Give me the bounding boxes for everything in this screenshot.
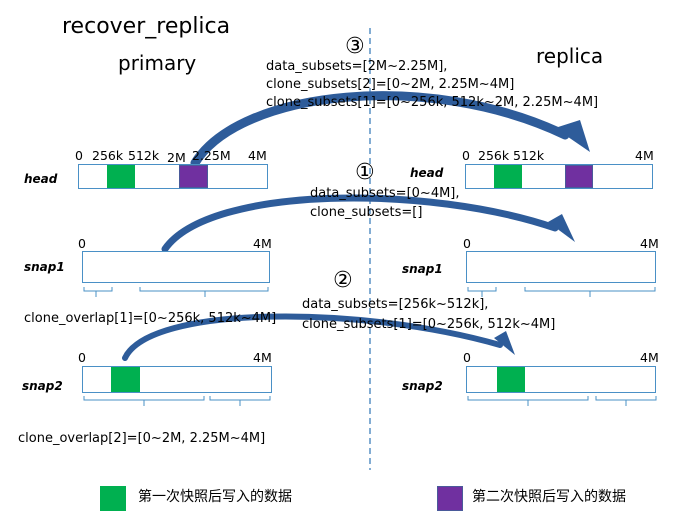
arrow-step1-head (548, 214, 575, 242)
snap1-p-tick-0: 0 (78, 236, 86, 251)
arrow-step3 (190, 91, 570, 168)
snap2-r-tick-4M: 4M (640, 350, 659, 365)
step1-marker: ① (355, 160, 375, 185)
clone-overlap-2: clone_overlap[2]=[0~2M, 2.25M~4M] (18, 431, 266, 446)
bracket-snap2-r-b (595, 396, 657, 406)
legend-text-first: 第一次快照后写入的数据 (138, 489, 292, 505)
step3-line-3: clone_subsets[1]=[0~256k, 512k~2M, 2.25M… (266, 95, 599, 110)
head-p-tick-512k: 512k (128, 148, 160, 163)
snap1-primary-object (82, 251, 270, 283)
snap2-primary-object (82, 366, 272, 393)
snap1-r-tick-0: 0 (463, 236, 471, 251)
step1-line-1: data_subsets=[0~4M], (310, 186, 460, 201)
bracket-snap1-p-a2 (83, 287, 113, 292)
step1-line-2: clone_subsets=[] (310, 205, 423, 220)
legend-text-second: 第二次快照后写入的数据 (472, 489, 626, 505)
step2-marker: ② (333, 268, 353, 293)
bracket-snap1-p-b (139, 287, 269, 297)
row-label-head-primary: head (24, 172, 58, 186)
snap2-replica-object (466, 366, 656, 393)
head-p-tick-225M: 2.25M (192, 148, 231, 163)
head-replica-first-write (494, 165, 522, 188)
head-primary-object (78, 164, 268, 189)
head-r-tick-4M: 4M (635, 148, 654, 163)
snap2-replica-first-write (497, 367, 525, 392)
step3-line-2: clone_subsets[2]=[0~2M, 2.25M~4M] (266, 77, 515, 92)
step2-line-1: data_subsets=[256k~512k], (302, 297, 489, 312)
step3-marker: ③ (345, 34, 365, 59)
snap1-replica-object (466, 251, 656, 283)
head-p-tick-2M: 2M (167, 150, 186, 165)
head-p-tick-256k: 256k (92, 148, 124, 163)
arrow-step2-head (494, 331, 515, 355)
row-label-snap1-replica: snap1 (402, 262, 443, 276)
bracket-snap2-r-a (467, 396, 589, 406)
clone-overlap-1: clone_overlap[1]=[0~256k, 512k~4M] (24, 311, 277, 326)
bracket-snap2-p-b (209, 396, 271, 406)
step3-line-1: data_subsets=[2M~2.25M], (266, 59, 448, 74)
snap1-p-tick-4M: 4M (253, 236, 272, 251)
replica-label: replica (536, 44, 604, 68)
bracket-snap2-p-a (83, 396, 205, 406)
row-label-head-replica: head (410, 166, 444, 180)
snap2-r-tick-0: 0 (463, 350, 471, 365)
head-primary-second-write (179, 165, 208, 188)
arrow-step2 (122, 313, 503, 361)
row-label-snap2-primary: snap2 (22, 379, 63, 393)
bracket-snap1-r-b (524, 287, 656, 297)
bracket-snap1-p-a (83, 287, 97, 297)
arrow-step1 (161, 194, 559, 253)
snap1-r-tick-4M: 4M (640, 236, 659, 251)
head-replica-object (465, 164, 653, 189)
row-label-snap1-primary: snap1 (24, 260, 65, 274)
head-replica-second-write (565, 165, 593, 188)
primary-label: primary (118, 51, 197, 75)
snap2-p-tick-4M: 4M (253, 350, 272, 365)
arrow-step3-head (555, 120, 590, 152)
snap2-primary-first-write (111, 367, 140, 392)
head-p-tick-0: 0 (75, 148, 83, 163)
row-label-snap2-replica: snap2 (402, 379, 443, 393)
step2-line-2: clone_subsets[1]=[0~256k, 512k~4M] (302, 317, 556, 332)
head-r-tick-0: 0 (462, 148, 470, 163)
head-r-tick-256k: 256k (478, 148, 510, 163)
diagram-title: recover_replica (62, 14, 231, 39)
head-r-tick-512k: 512k (513, 148, 545, 163)
snap2-p-tick-0: 0 (78, 350, 86, 365)
head-primary-first-write (107, 165, 135, 188)
legend-swatch-second (437, 486, 463, 511)
bracket-snap1-r-a (467, 287, 497, 297)
head-p-tick-4M: 4M (248, 148, 267, 163)
legend-swatch-first (100, 486, 126, 511)
